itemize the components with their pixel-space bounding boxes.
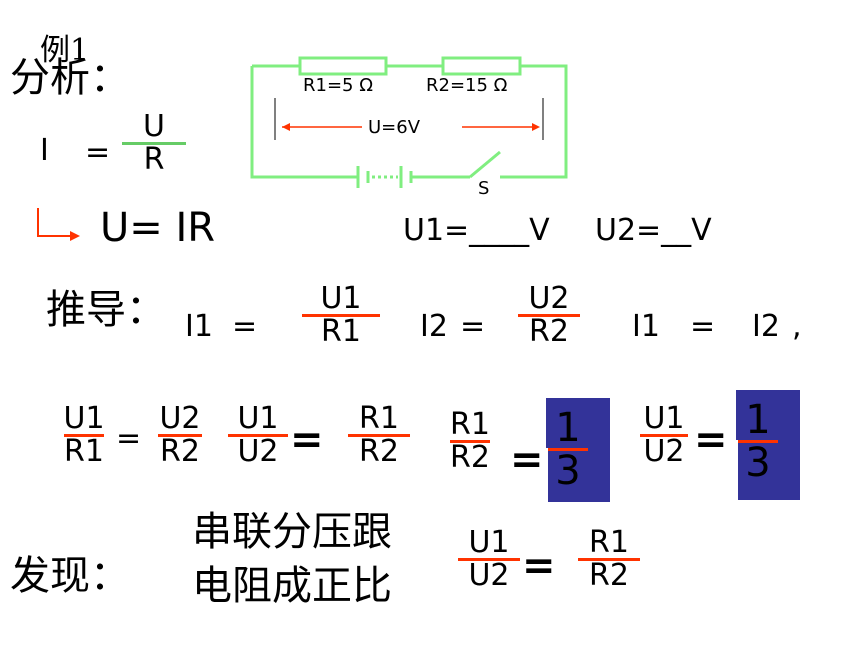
numerator: U1	[468, 525, 510, 560]
denominator: R1	[321, 314, 361, 349]
analysis-label: 分析：	[10, 55, 130, 101]
conclusion-line1: 串联分压跟	[192, 509, 392, 555]
denominator: U2	[643, 434, 685, 469]
fraction-bar	[640, 434, 688, 437]
fraction-one-third: 1 3	[548, 408, 588, 491]
denominator: R1	[64, 434, 104, 469]
fraction-u1-u2: U1 U2	[228, 404, 288, 467]
derivation-label: 推导：	[46, 287, 166, 333]
voltage-arrowhead-left	[282, 123, 290, 131]
fraction-bar	[228, 434, 288, 437]
numerator: U2	[159, 401, 201, 436]
u2-blank: U2=__V	[595, 213, 712, 248]
highlight-box	[548, 446, 610, 502]
i2-symbol-b: I2	[752, 309, 780, 344]
fraction-bar	[64, 434, 104, 437]
example-label: 例1	[40, 33, 90, 68]
fraction-u2-r2: U2 R2	[518, 284, 580, 347]
resistor-r1	[298, 56, 388, 76]
ohm-numerator: U	[143, 109, 165, 144]
denominator: U2	[468, 558, 510, 593]
equals-sign: =	[290, 417, 324, 463]
i2-symbol: I2	[420, 309, 448, 344]
fraction-one-third-b: 1 3	[738, 400, 778, 483]
fraction-bar	[738, 440, 778, 443]
u1-blank: U1=____V	[403, 213, 550, 248]
equals-sign: =	[694, 417, 728, 463]
ohm-fraction: U R	[122, 112, 186, 175]
numerator: 1	[745, 397, 771, 443]
numerator: R1	[359, 401, 399, 436]
comma: ,	[792, 309, 802, 344]
fraction-bar	[348, 434, 410, 437]
denominator: R2	[359, 434, 399, 469]
switch-label: S	[478, 178, 490, 199]
voltage-arrowhead-right	[532, 123, 540, 131]
equals-sign: =	[522, 543, 556, 589]
equals-sign: =	[690, 309, 716, 344]
fraction-bar	[158, 434, 202, 437]
derived-formula: U= IR	[100, 205, 216, 251]
conclusion-line2: 电阻成正比	[192, 563, 392, 609]
finding-label: 发现：	[10, 553, 130, 599]
denominator: R2	[450, 440, 490, 475]
fraction-u1-r1: U1 R1	[63, 401, 105, 469]
numerator: U1	[643, 401, 685, 436]
fraction-bar	[450, 440, 490, 443]
fraction-r1-r2-b: R1 R2	[450, 410, 490, 473]
fraction-u1-r1: U1 R1	[302, 284, 380, 347]
fraction-r1-r2: R1 R2	[348, 404, 410, 467]
fraction-bar	[458, 558, 520, 561]
fraction-bar	[518, 314, 580, 317]
equals-sign: =	[510, 437, 544, 483]
r1-label: R1=5 Ω	[303, 75, 373, 96]
numerator: U1	[320, 281, 362, 316]
numerator: U1	[237, 401, 279, 436]
switch	[469, 150, 501, 179]
fraction-bar	[578, 558, 640, 561]
fraction-r1-r2-final: R1 R2	[578, 528, 640, 591]
highlight-box	[736, 390, 800, 440]
denominator: R2	[589, 558, 629, 593]
circuit-wires	[250, 64, 568, 179]
equals-sign: =	[85, 135, 111, 170]
ohm-denominator: R	[143, 142, 165, 177]
resistor-r2	[441, 56, 522, 76]
battery	[356, 166, 413, 188]
numerator: R1	[450, 407, 490, 442]
i1-symbol-b: I1	[632, 309, 660, 344]
fraction-bar	[302, 314, 380, 317]
i1-symbol: I1	[185, 309, 213, 344]
highlight-box	[738, 438, 800, 500]
denominator: U2	[237, 434, 279, 469]
fraction-u2-r2: U2 R2	[158, 404, 202, 467]
fraction-bar	[122, 142, 186, 145]
equals-sign: =	[460, 309, 486, 344]
derive-arrow	[37, 208, 74, 237]
numerator: U1	[63, 401, 105, 436]
fraction-bar	[548, 448, 588, 451]
denominator: R2	[160, 434, 200, 469]
numerator: R1	[589, 525, 629, 560]
fraction-u1-u2-final: U1 U2	[458, 528, 520, 591]
voltage-label: U=6V	[368, 117, 421, 138]
equals-sign: =	[232, 309, 258, 344]
denominator: R2	[529, 314, 569, 349]
denominator: 3	[555, 448, 581, 494]
numerator: 1	[555, 405, 581, 451]
current-symbol: I	[40, 133, 49, 168]
equals-sign: =	[116, 421, 142, 456]
derive-arrowhead	[70, 231, 80, 241]
r2-label: R2=15 Ω	[426, 75, 508, 96]
denominator: 3	[745, 440, 771, 486]
fraction-u1-u2-b: U1 U2	[640, 404, 688, 467]
numerator: U2	[528, 281, 570, 316]
highlight-box	[546, 398, 610, 448]
